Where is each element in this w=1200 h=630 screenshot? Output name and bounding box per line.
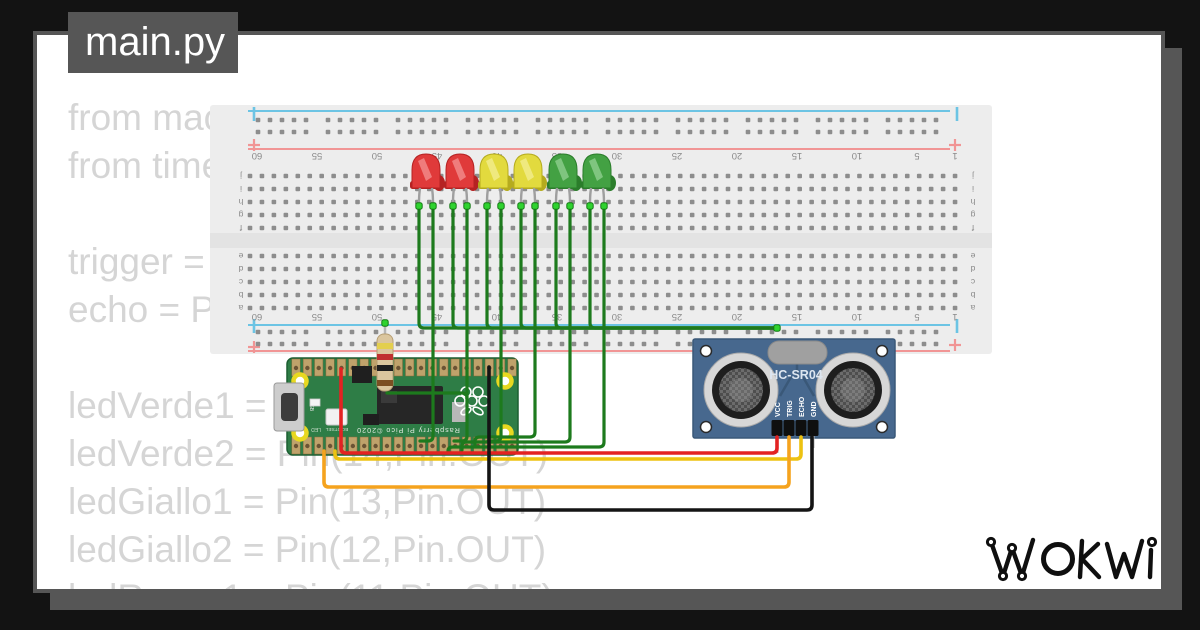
- code-line: ledRosso1 = Pin(11,Pin.OUT): [68, 574, 554, 589]
- code-line: ledVerde2 = Pin(14,Pin.OUT): [68, 433, 549, 474]
- filename-label: main.py: [85, 20, 226, 64]
- code-line: ledGiallo1 = Pin(13,Pin.OUT): [68, 481, 547, 522]
- filename-tab: main.py: [68, 12, 238, 73]
- editor-card: from mac from time trigger = P echo = Pin le…: [33, 31, 1165, 593]
- code-line: from time: [68, 145, 223, 186]
- wokwi-logo: [985, 536, 1158, 582]
- code-line: [68, 334, 554, 382]
- code-line: [68, 190, 554, 238]
- code-line: ledGiallo2 = Pin(12,Pin.OUT): [68, 529, 547, 570]
- code-line: trigger = P: [68, 241, 240, 282]
- code-line: ledVerde1 = P: [68, 385, 302, 426]
- code-line: echo = Pin: [68, 289, 244, 330]
- code-line: from mac: [68, 97, 223, 138]
- code-preview: from mac from time trigger = P echo = Pin le…: [68, 94, 554, 589]
